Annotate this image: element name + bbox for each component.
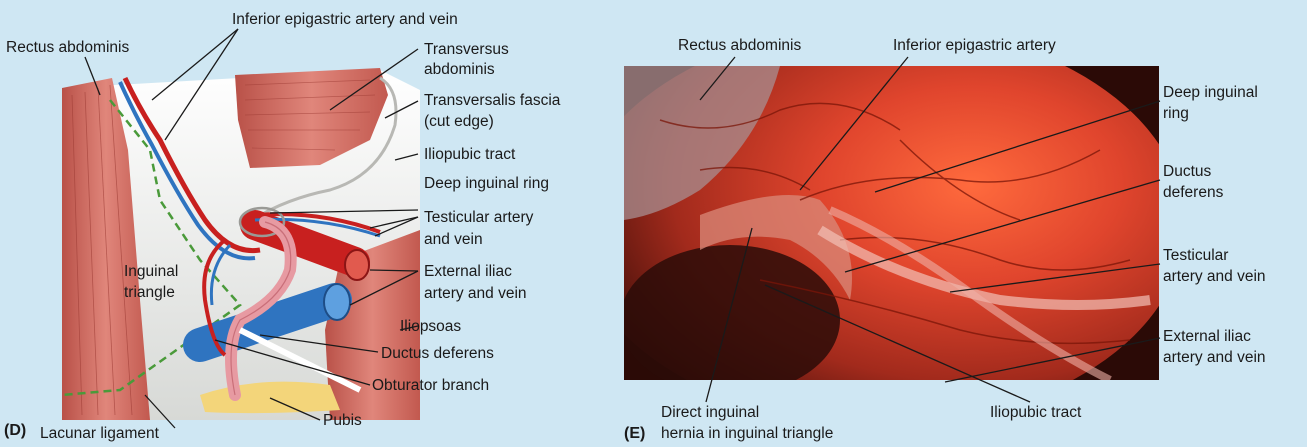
label-iliopsoas: Iliopsoas — [400, 317, 461, 336]
label-ductus-line1-e: Ductus — [1163, 162, 1211, 181]
label-transversus-line1: Transversus — [424, 40, 509, 59]
label-inferior-epigastric-e: Inferior epigastric artery — [893, 36, 1056, 55]
label-inferior-epigastric-d: Inferior epigastric artery and vein — [232, 10, 458, 29]
label-deep-ring-line1-e: Deep inguinal — [1163, 83, 1258, 102]
label-inguinal-triangle-line1: Inguinal — [124, 262, 178, 281]
label-external-iliac-line2-e: artery and vein — [1163, 348, 1266, 367]
panel-e-photo — [575, 25, 1185, 425]
label-iliopubic-e: Iliopubic tract — [990, 403, 1081, 422]
label-inguinal-triangle-line2: triangle — [124, 283, 175, 302]
label-deep-ring-line2-e: ring — [1163, 104, 1189, 123]
label-obturator: Obturator branch — [372, 376, 489, 395]
label-ductus-d: Ductus deferens — [381, 344, 494, 363]
hernia-pocket — [620, 245, 840, 395]
label-testicular-line1-e: Testicular — [1163, 246, 1228, 265]
label-testicular-line2-e: artery and vein — [1163, 267, 1266, 286]
label-transversus-line2: abdominis — [424, 60, 495, 79]
label-rectus-abdominis-e: Rectus abdominis — [678, 36, 801, 55]
label-ductus-line2-e: deferens — [1163, 183, 1223, 202]
label-transversalis-line2: (cut edge) — [424, 112, 494, 131]
label-testicular-line1-d: Testicular artery — [424, 208, 533, 227]
label-pubis: Pubis — [323, 411, 362, 430]
label-external-iliac-line1-e: External iliac — [1163, 327, 1251, 346]
label-transversalis-line1: Transversalis fascia — [424, 91, 560, 110]
label-external-iliac-line1-d: External iliac — [424, 262, 512, 281]
panel-e-letter: (E) — [624, 424, 645, 443]
label-rectus-abdominis-d: Rectus abdominis — [6, 38, 129, 57]
label-testicular-line2-d: and vein — [424, 230, 483, 249]
external-iliac-artery-end — [345, 250, 369, 280]
panel-d-letter: (D) — [4, 421, 26, 440]
panel-d-illustration — [62, 29, 420, 428]
label-external-iliac-line2-d: artery and vein — [424, 284, 527, 303]
label-direct-hernia-line1: Direct inguinal — [661, 403, 759, 422]
label-lacunar-ligament: Lacunar ligament — [40, 424, 159, 443]
external-iliac-vein-end — [324, 284, 350, 320]
label-direct-hernia-line2: hernia in inguinal triangle — [661, 424, 833, 443]
label-deep-ring-d: Deep inguinal ring — [424, 174, 549, 193]
label-iliopubic-d: Iliopubic tract — [424, 145, 515, 164]
